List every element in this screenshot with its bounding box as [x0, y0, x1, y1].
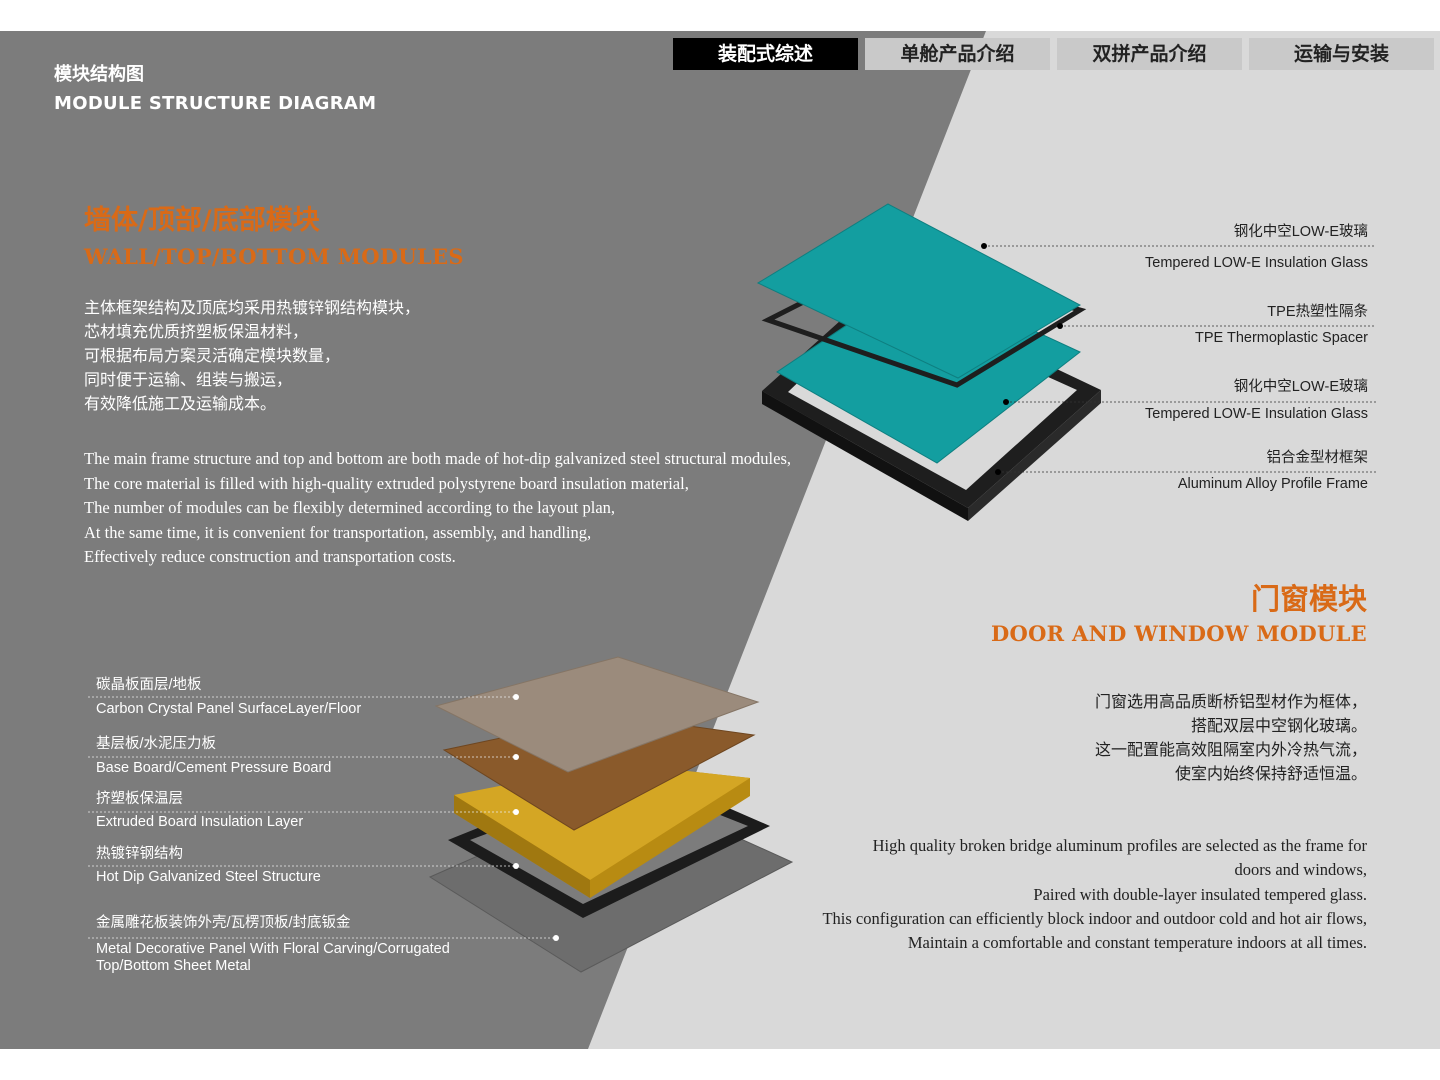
window-leader-lines	[984, 245, 1376, 473]
wall-section-title-cn: 墙体/顶部/底部模块	[84, 205, 320, 236]
window-label-aluminum-frame: 铝合金型材框架 Aluminum Alloy Profile Frame	[1177, 450, 1368, 492]
wall-section-desc-cn: 主体框架结构及顶底均采用热镀锌钢结构模块， 芯材填充优质挤塑板保温材料， 可根据…	[84, 298, 421, 413]
tab-assembly-overview[interactable]: 装配式综述	[673, 38, 858, 70]
dark-panel	[0, 31, 986, 1049]
door-section-desc-en: High quality broken bridge aluminum prof…	[822, 836, 1367, 953]
door-section-desc-cn: 门窗选用高品质断桥铝型材作为框体， 搭配双层中空钢化玻璃。 这一配置能高效阻隔室…	[1094, 692, 1367, 783]
wall-section-desc-en: The main frame structure and top and bot…	[84, 449, 791, 566]
wall-label-carbon-panel: 碳晶板面层/地板 Carbon Crystal Panel SurfaceLay…	[96, 677, 362, 717]
wall-leader-lines	[88, 696, 556, 939]
wall-module-diagram	[428, 656, 794, 973]
tab-double-cabin[interactable]: 双拼产品介绍	[1057, 38, 1242, 70]
window-label-tpe-spacer: TPE热塑性隔条 TPE Thermoplastic Spacer	[1195, 304, 1368, 346]
door-section-title-cn: 门窗模块	[1250, 582, 1367, 616]
glass-layer-1	[756, 203, 1082, 379]
wall-section-title-en: WALL/TOP/BOTTOM MODULES	[84, 244, 464, 269]
wall-leader-dots	[513, 694, 559, 941]
carbon-panel-layer	[434, 656, 760, 773]
tab-transport-install[interactable]: 运输与安装	[1249, 38, 1434, 70]
wall-label-metal-shell: 金属雕花板装饰外壳/瓦楞顶板/封底钣金 Metal Decorative Pan…	[96, 915, 450, 974]
door-section-title-en: DOOR AND WINDOW MODULE	[990, 621, 1367, 646]
page-title-en: MODULE STRUCTURE DIAGRAM	[54, 93, 377, 114]
wall-label-insulation: 挤塑板保温层 Extruded Board Insulation Layer	[96, 791, 304, 830]
window-leader-dots	[981, 243, 1063, 475]
tab-single-cabin[interactable]: 单舱产品介绍	[865, 38, 1050, 70]
page-title-cn: 模块结构图	[54, 64, 144, 85]
wall-label-steel-structure: 热镀锌钢结构 Hot Dip Galvanized Steel Structur…	[96, 846, 321, 885]
window-label-glass-1: 钢化中空LOW-E玻璃 Tempered LOW-E Insulation Gl…	[1145, 224, 1368, 271]
window-module-diagram	[756, 203, 1101, 521]
wall-label-base-board: 基层板/水泥压力板 Base Board/Cement Pressure Boa…	[96, 736, 332, 776]
nav-tabs: 装配式综述 单舱产品介绍 双拼产品介绍 运输与安装	[673, 38, 1434, 70]
window-label-glass-2: 钢化中空LOW-E玻璃 Tempered LOW-E Insulation Gl…	[1145, 379, 1368, 422]
